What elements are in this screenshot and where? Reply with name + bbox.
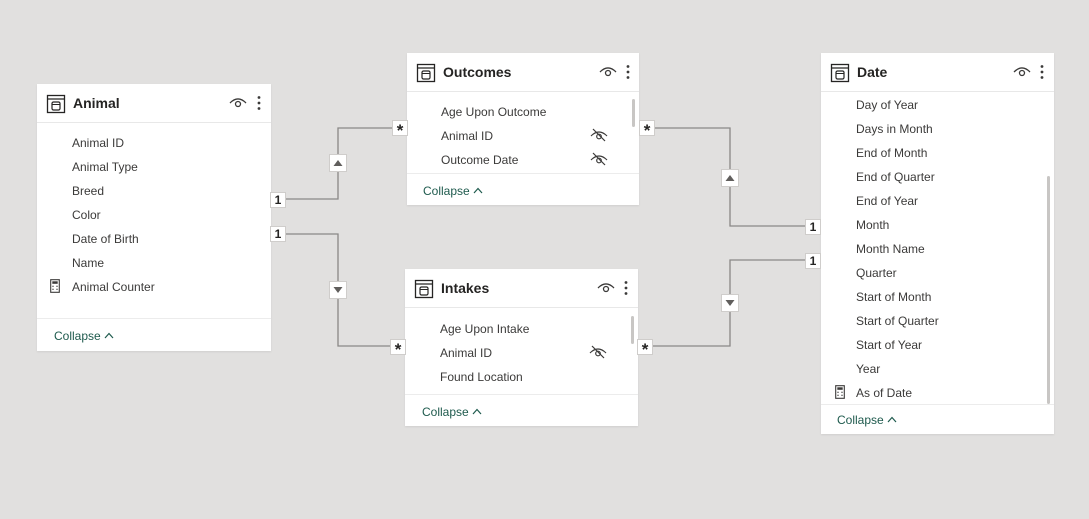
intakes-table-card[interactable]: Intakes Age Upon Intake Animal ID Found … [405,269,638,426]
more-options-icon[interactable] [1039,64,1045,80]
cardinality-many-marker: * [637,339,653,359]
field-name[interactable]: Name [72,256,105,270]
table-icon [416,63,436,83]
more-options-icon[interactable] [623,280,629,296]
field-found-location[interactable]: Found Location [440,370,523,384]
hidden-eye-icon[interactable] [590,128,608,142]
field-as-of-date[interactable]: As of Date [856,386,913,400]
more-options-icon[interactable] [625,64,631,80]
field-start-of-quarter[interactable]: Start of Quarter [856,314,939,328]
cardinality-one-marker: 1 [805,253,821,269]
table-icon [830,63,850,83]
field-days-in-month[interactable]: Days in Month [856,122,933,136]
chevron-up-icon [473,187,483,194]
cardinality-one-marker: 1 [270,192,286,208]
field-day-of-year[interactable]: Day of Year [856,98,919,112]
field-animal-id[interactable]: Animal ID [72,136,125,150]
eye-icon[interactable] [599,66,617,78]
field-end-of-year[interactable]: End of Year [856,194,919,208]
intakes-table-title: Intakes [441,280,490,296]
intakes-table-footer: Collapse [405,394,638,427]
eye-icon[interactable] [1013,66,1031,78]
filter-direction-arrow-icon[interactable] [329,281,347,299]
animal-table-header[interactable]: Animal [37,84,271,123]
outcomes-table-header[interactable]: Outcomes [407,53,639,92]
collapse-button[interactable]: Collapse [422,405,482,419]
outcomes-scrollbar[interactable] [632,99,635,127]
outcomes-table-footer: Collapse [407,173,639,206]
animal-table-title: Animal [73,95,120,111]
collapse-button[interactable]: Collapse [837,413,897,427]
filter-direction-arrow-icon[interactable] [721,169,739,187]
field-quarter[interactable]: Quarter [856,266,897,280]
collapse-label: Collapse [837,413,884,427]
date-table-card[interactable]: Date Day of Year Days in Month End of Mo… [821,53,1054,434]
field-age-upon-outcome[interactable]: Age Upon Outcome [441,105,547,119]
cardinality-one-marker: 1 [805,219,821,235]
table-icon [46,94,66,114]
date-table-title: Date [857,64,888,80]
more-options-icon[interactable] [256,95,262,111]
cardinality-many-marker: * [639,120,655,140]
field-outcome-date[interactable]: Outcome Date [441,153,519,167]
field-start-of-month[interactable]: Start of Month [856,290,932,304]
chevron-up-icon [887,416,897,423]
animal-table-footer: Collapse [37,318,271,352]
cardinality-many-marker: * [390,339,406,359]
chevron-up-icon [104,332,114,339]
collapse-label: Collapse [423,184,470,198]
collapse-label: Collapse [422,405,469,419]
field-date-of-birth[interactable]: Date of Birth [72,232,139,246]
filter-direction-arrow-icon[interactable] [329,154,347,172]
table-icon [414,279,434,299]
filter-direction-arrow-icon[interactable] [721,294,739,312]
date-scrollbar[interactable] [1047,176,1050,404]
eye-icon[interactable] [229,97,247,109]
intakes-scrollbar[interactable] [631,316,634,344]
field-animal-id[interactable]: Animal ID [440,346,493,360]
cardinality-many-marker: * [392,120,408,140]
field-year[interactable]: Year [856,362,881,376]
intakes-table-header[interactable]: Intakes [405,269,638,308]
outcomes-table-card[interactable]: Outcomes Age Upon Outcome Animal ID Outc… [407,53,639,205]
collapse-button[interactable]: Collapse [54,329,114,343]
field-animal-type[interactable]: Animal Type [72,160,138,174]
outcomes-table-title: Outcomes [443,64,512,80]
field-color[interactable]: Color [72,208,101,222]
calculator-icon [50,279,60,293]
calculator-icon [835,385,845,399]
chevron-up-icon [472,408,482,415]
date-table-footer: Collapse [821,404,1054,435]
eye-icon[interactable] [597,282,615,294]
hidden-eye-icon[interactable] [589,345,607,359]
field-end-of-month[interactable]: End of Month [856,146,928,160]
field-animal-id[interactable]: Animal ID [441,129,494,143]
cardinality-one-marker: 1 [270,226,286,242]
field-animal-counter[interactable]: Animal Counter [72,280,155,294]
field-age-upon-intake[interactable]: Age Upon Intake [440,322,530,336]
collapse-button[interactable]: Collapse [423,184,483,198]
field-month[interactable]: Month [856,218,890,232]
hidden-eye-icon[interactable] [590,152,608,166]
field-end-of-quarter[interactable]: End of Quarter [856,170,935,184]
field-start-of-year[interactable]: Start of Year [856,338,923,352]
animal-table-card[interactable]: Animal Animal ID Animal Type Breed Color… [37,84,271,351]
field-month-name[interactable]: Month Name [856,242,925,256]
date-table-header[interactable]: Date [821,53,1054,92]
field-breed[interactable]: Breed [72,184,105,198]
collapse-label: Collapse [54,329,101,343]
